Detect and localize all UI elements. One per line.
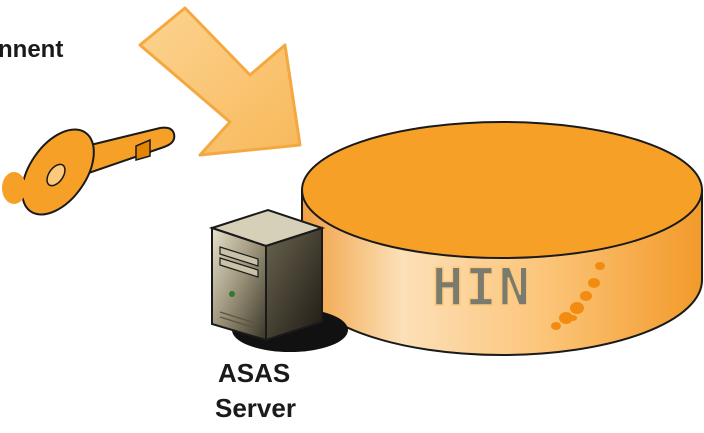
server-label-line2: Server	[215, 393, 296, 423]
server-icon	[208, 208, 348, 352]
arrow-icon	[138, 6, 302, 157]
hin-disk-icon	[301, 121, 703, 356]
top-label: nnent	[0, 36, 64, 63]
key-icon	[2, 126, 176, 216]
hin-logo-dots	[551, 262, 605, 330]
hin-label: HIN	[432, 258, 532, 318]
server-label-line1: ASAS	[218, 358, 291, 388]
